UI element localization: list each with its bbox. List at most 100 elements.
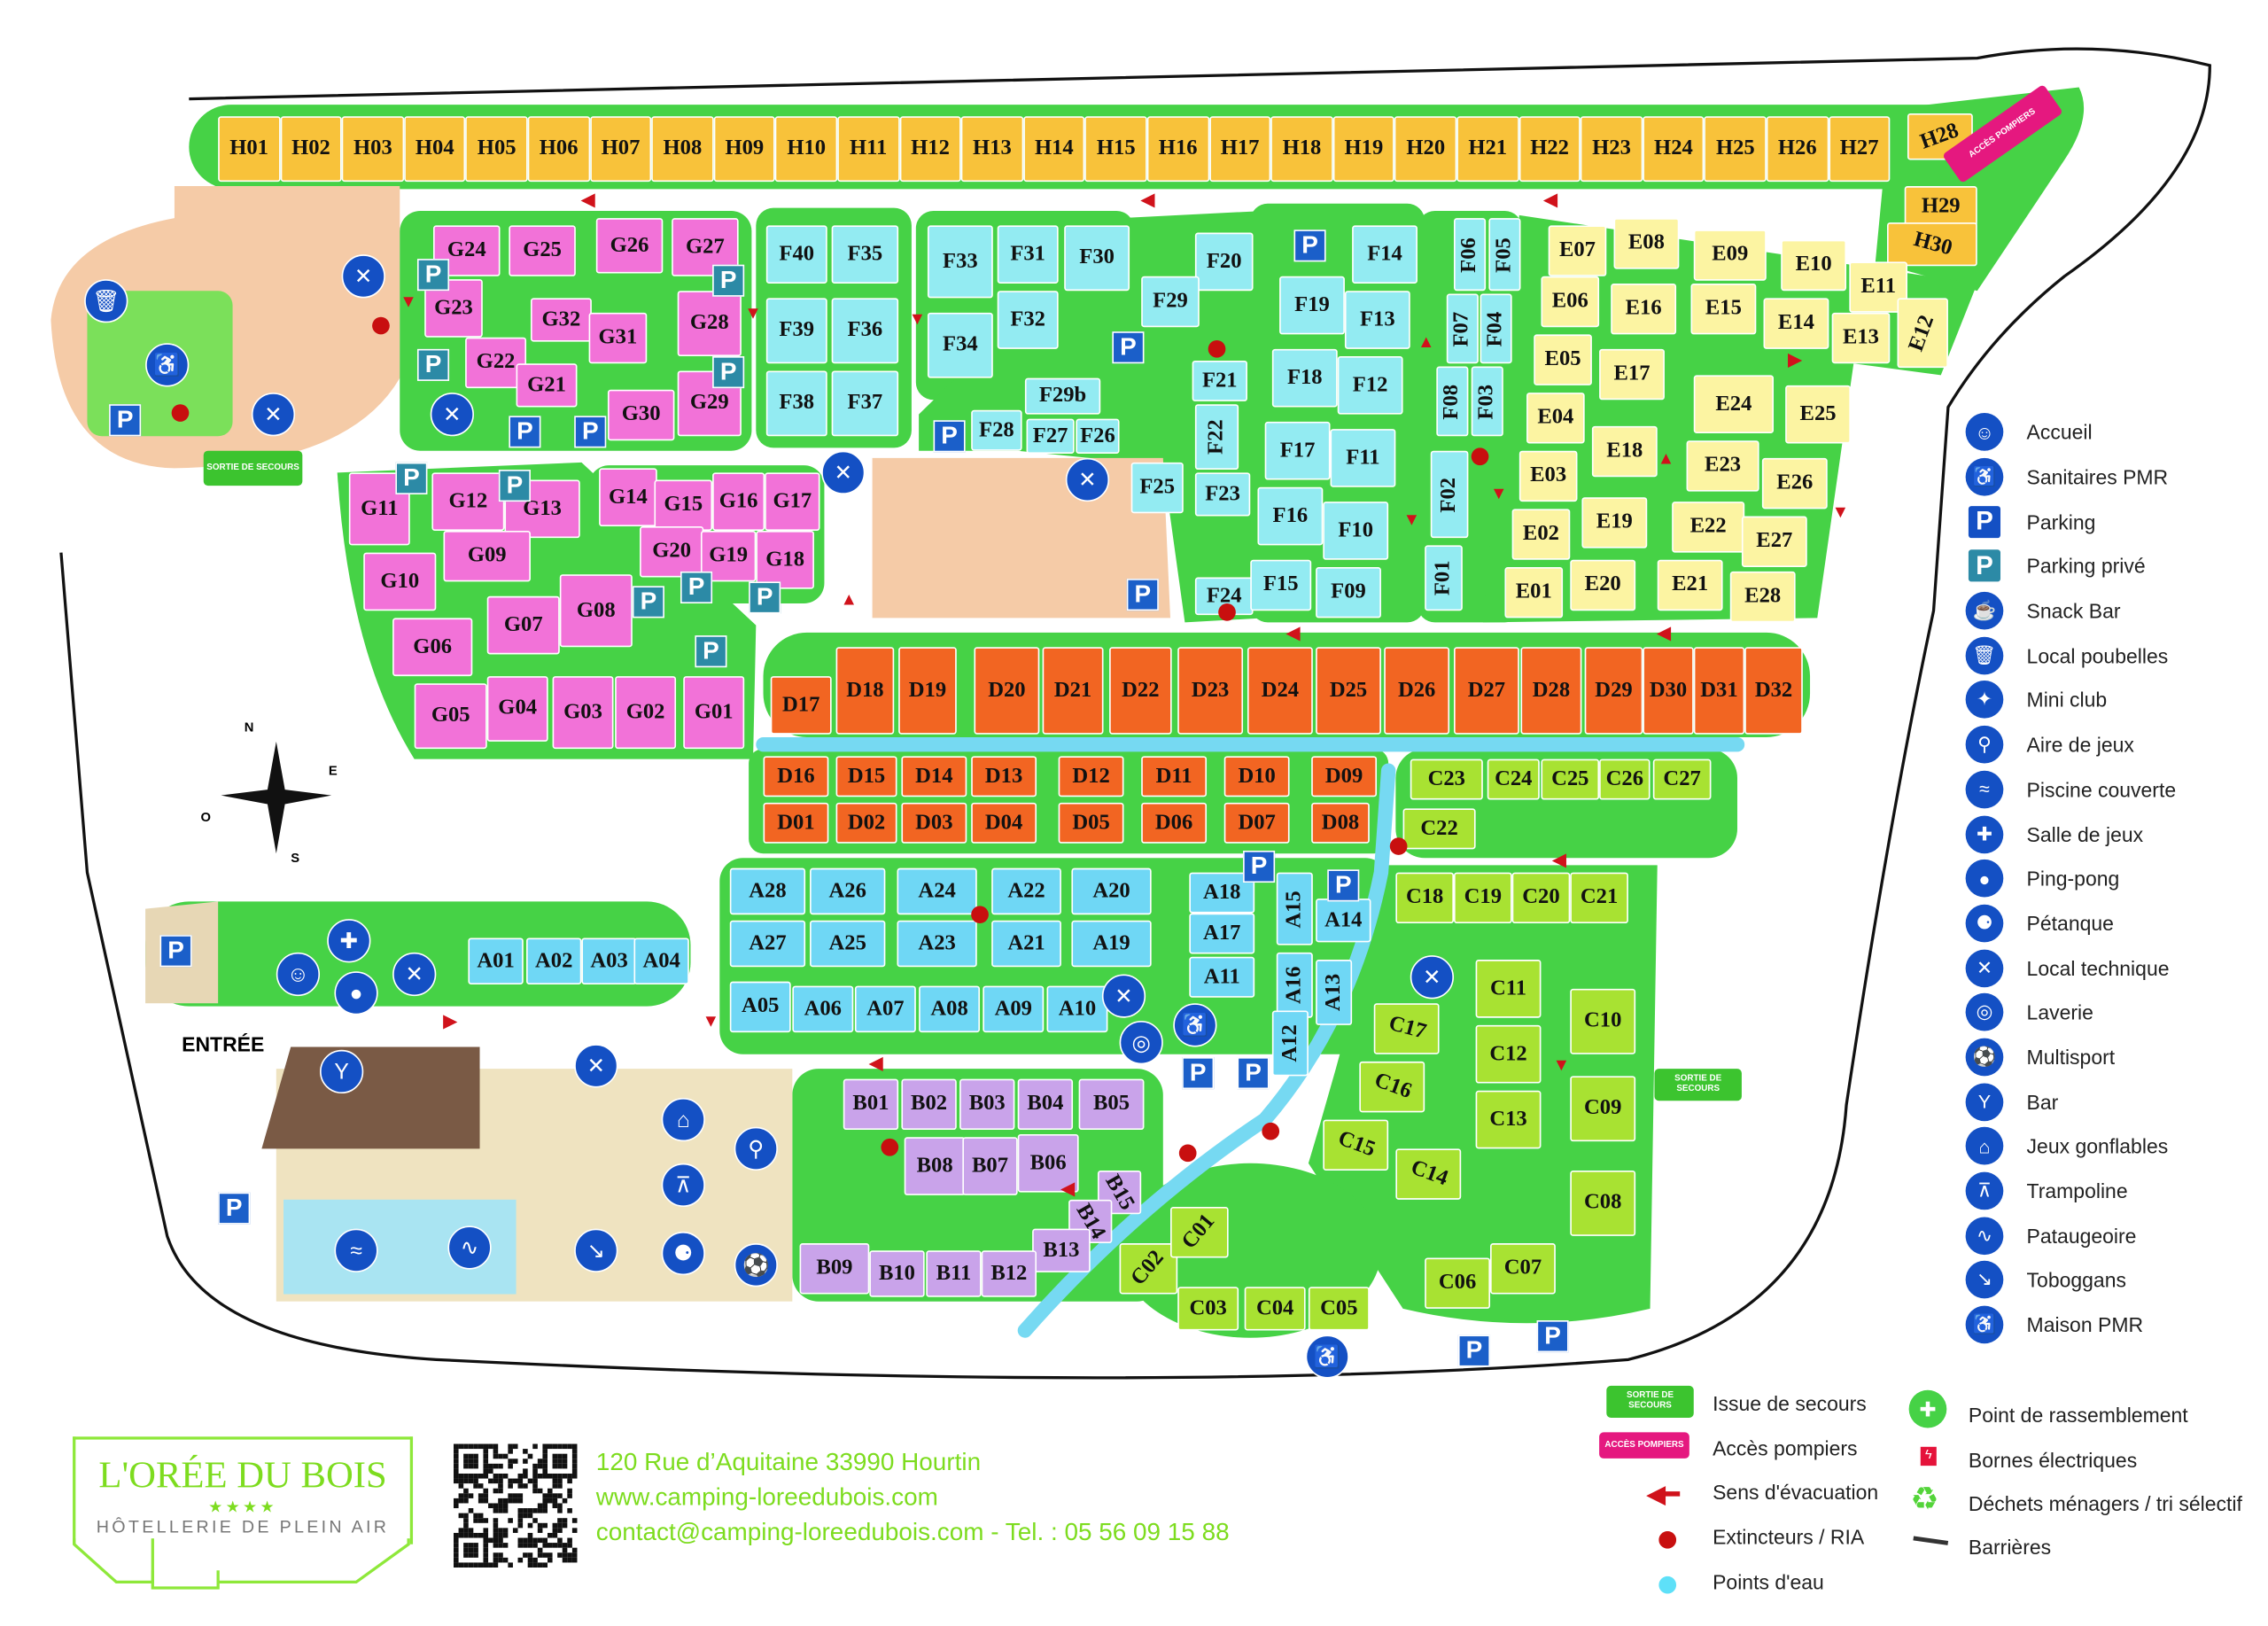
plot-C13[interactable]: C13	[1475, 1090, 1542, 1149]
plot-E16[interactable]: E16	[1611, 283, 1677, 335]
plot-D20[interactable]: D20	[974, 647, 1040, 735]
plot-D10[interactable]: D10	[1223, 756, 1290, 797]
plot-C06[interactable]: C06	[1425, 1257, 1491, 1309]
contact-info[interactable]: contact@camping-loreedubois.com - Tel. :…	[595, 1518, 1230, 1546]
plot-G03[interactable]: G03	[552, 676, 614, 750]
plot-A13[interactable]: A13	[1316, 960, 1353, 1025]
plot-E24[interactable]: E24	[1693, 375, 1775, 434]
plot-F22[interactable]: F22	[1194, 404, 1239, 471]
plot-B10[interactable]: B10	[869, 1250, 925, 1297]
plot-G29[interactable]: G29	[677, 370, 742, 437]
plot-F28[interactable]: F28	[971, 409, 1022, 451]
plot-D13[interactable]: D13	[971, 756, 1037, 797]
plot-C12[interactable]: C12	[1475, 1024, 1542, 1084]
plot-F34[interactable]: F34	[927, 312, 993, 378]
plot-D01[interactable]: D01	[763, 802, 829, 844]
plot-A21[interactable]: A21	[991, 920, 1061, 968]
plot-H14[interactable]: H14	[1022, 116, 1085, 183]
plot-C21[interactable]: C21	[1570, 872, 1628, 924]
plot-B03[interactable]: B03	[959, 1078, 1015, 1131]
plot-A27[interactable]: A27	[729, 920, 806, 968]
plot-F40[interactable]: F40	[765, 225, 827, 284]
plot-F12[interactable]: F12	[1337, 356, 1403, 415]
plot-D21[interactable]: D21	[1042, 647, 1104, 735]
plot-G15[interactable]: G15	[654, 479, 713, 531]
plot-G04[interactable]: G04	[486, 676, 548, 742]
plot-C02[interactable]: C02	[1119, 1243, 1178, 1295]
plot-F21[interactable]: F21	[1192, 360, 1247, 401]
plot-D25[interactable]: D25	[1316, 647, 1381, 735]
plot-H25[interactable]: H25	[1704, 116, 1767, 183]
plot-D26[interactable]: D26	[1384, 647, 1450, 735]
plot-F13[interactable]: F13	[1344, 291, 1410, 349]
plot-E12[interactable]: E12	[1897, 298, 1948, 369]
plot-F18[interactable]: F18	[1271, 348, 1338, 408]
plot-A05[interactable]: A05	[729, 981, 791, 1033]
plot-A07[interactable]: A07	[854, 985, 916, 1033]
plot-E25[interactable]: E25	[1785, 385, 1851, 444]
plot-F20[interactable]: F20	[1194, 232, 1254, 292]
plot-C01[interactable]: C01	[1170, 1207, 1229, 1258]
plot-F29[interactable]: F29	[1141, 276, 1200, 328]
plot-H30[interactable]: H30	[1887, 222, 1977, 267]
plot-G11[interactable]: G11	[348, 472, 410, 546]
plot-E27[interactable]: E27	[1741, 516, 1807, 567]
plot-G14[interactable]: G14	[599, 468, 657, 527]
plot-C22[interactable]: C22	[1402, 808, 1476, 850]
plot-C24[interactable]: C24	[1487, 759, 1540, 800]
plot-H08[interactable]: H08	[651, 116, 714, 183]
plot-B08[interactable]: B08	[904, 1137, 966, 1195]
plot-F08[interactable]: F08	[1436, 366, 1469, 437]
plot-D16[interactable]: D16	[763, 756, 829, 797]
plot-F06[interactable]: F06	[1454, 218, 1487, 292]
plot-C11[interactable]: C11	[1475, 960, 1542, 1018]
plot-E08[interactable]: E08	[1613, 218, 1680, 269]
plot-E10[interactable]: E10	[1781, 239, 1847, 292]
plot-D12[interactable]: D12	[1058, 756, 1124, 797]
plot-A03[interactable]: A03	[581, 937, 637, 984]
plot-A04[interactable]: A04	[633, 937, 689, 984]
plot-H07[interactable]: H07	[589, 116, 652, 183]
plot-D23[interactable]: D23	[1177, 647, 1244, 735]
plot-E01[interactable]: E01	[1504, 566, 1564, 619]
plot-F35[interactable]: F35	[831, 225, 899, 284]
plot-C10[interactable]: C10	[1570, 988, 1636, 1054]
plot-G13[interactable]: G13	[504, 479, 580, 539]
plot-F24[interactable]: F24	[1194, 577, 1254, 616]
plot-D14[interactable]: D14	[901, 756, 967, 797]
plot-G18[interactable]: G18	[756, 530, 814, 589]
plot-H22[interactable]: H22	[1518, 116, 1581, 183]
plot-F31[interactable]: F31	[997, 225, 1059, 284]
plot-G01[interactable]: G01	[683, 676, 745, 750]
plot-H01[interactable]: H01	[218, 116, 281, 183]
plot-H18[interactable]: H18	[1270, 116, 1333, 183]
plot-H06[interactable]: H06	[527, 116, 590, 183]
plot-H13[interactable]: H13	[961, 116, 1023, 183]
plot-H04[interactable]: H04	[403, 116, 466, 183]
plot-C20[interactable]: C20	[1511, 872, 1571, 924]
plot-E19[interactable]: E19	[1581, 497, 1648, 548]
plot-E20[interactable]: E20	[1570, 559, 1636, 611]
plot-F10[interactable]: F10	[1323, 502, 1389, 560]
plot-G10[interactable]: G10	[363, 552, 437, 611]
plot-H03[interactable]: H03	[341, 116, 404, 183]
plot-G08[interactable]: G08	[559, 574, 633, 648]
plot-C17[interactable]: C17	[1373, 1003, 1440, 1054]
plot-H02[interactable]: H02	[280, 116, 342, 183]
plot-E21[interactable]: E21	[1657, 559, 1723, 611]
plot-D28[interactable]: D28	[1520, 647, 1582, 735]
plot-A14[interactable]: A14	[1316, 899, 1371, 943]
plot-E14[interactable]: E14	[1763, 298, 1829, 349]
plot-D19[interactable]: D19	[898, 647, 957, 735]
plot-D30[interactable]: D30	[1643, 647, 1694, 735]
plot-D02[interactable]: D02	[835, 802, 897, 844]
plot-G12[interactable]: G12	[431, 472, 505, 531]
plot-D29[interactable]: D29	[1584, 647, 1643, 735]
plot-G22[interactable]: G22	[465, 337, 527, 389]
plot-F32[interactable]: F32	[997, 291, 1059, 349]
plot-E26[interactable]: E26	[1761, 457, 1828, 510]
plot-H15[interactable]: H15	[1084, 116, 1147, 183]
plot-B04[interactable]: B04	[1017, 1078, 1074, 1131]
plot-D11[interactable]: D11	[1141, 756, 1208, 797]
plot-G31[interactable]: G31	[588, 312, 648, 364]
